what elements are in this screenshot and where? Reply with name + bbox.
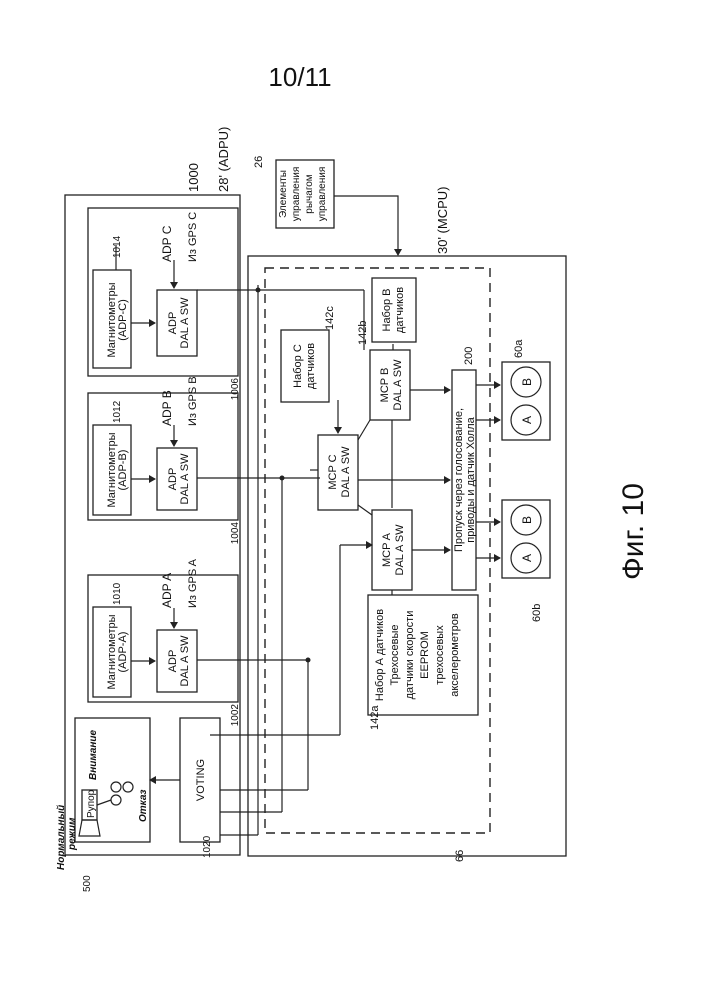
- ref-60a: 60a: [513, 339, 525, 358]
- normal-label-l2: режим: [67, 817, 78, 851]
- adp-a-gps: Из GPS A: [187, 558, 199, 608]
- ref-1012: 1012: [112, 400, 123, 423]
- pass-l2: приводы и датчик Холла: [465, 416, 477, 542]
- adp-b-proc-l1: ADP: [167, 468, 179, 491]
- adp-c-proc-l1: ADP: [167, 312, 179, 335]
- voting-label: VOTING: [195, 759, 207, 801]
- mcp-a-l1: MCP A: [381, 532, 393, 567]
- adp-a-title: ADP A: [160, 573, 174, 608]
- actuator-60b-a-label: A: [520, 554, 534, 562]
- normal-label-l1: Нормальный: [56, 805, 67, 870]
- normal-lamp-icon: [111, 795, 121, 805]
- mcp-b-l2: DAL A SW: [392, 359, 404, 411]
- adp-c-proc-l2: DAL A SW: [179, 297, 191, 349]
- adp-b-gps: Из GPS B: [187, 376, 199, 426]
- mcp-c-mcp-a-link: [358, 505, 372, 515]
- pass-l1: Пропуск через голосование,: [453, 408, 465, 552]
- adp-a-proc-l1: ADP: [167, 650, 179, 673]
- attention-label: Внимание: [88, 730, 99, 780]
- ref-60b: 60b: [531, 604, 543, 622]
- ref-1006: 1006: [230, 378, 241, 401]
- mcp-a-l2: DAL A SW: [394, 524, 406, 576]
- control-to-mcpu-arrow: [334, 196, 398, 255]
- adp-b-proc-l2: DAL A SW: [179, 453, 191, 505]
- ref-66: 66: [454, 850, 466, 862]
- ref-30-mcpu: 30' (MCPU): [435, 187, 450, 255]
- adp-a-magnet-l2: (ADP-A): [117, 632, 129, 673]
- adp-b-title: ADP B: [160, 390, 174, 426]
- sensor-c-l2: датчиков: [305, 343, 317, 389]
- horn-label: Рупор: [86, 789, 97, 818]
- mcp-b-l1: MCP B: [379, 368, 391, 403]
- bus-c-junction: [256, 288, 261, 293]
- mcp-c-l2: DAL A SW: [340, 446, 352, 498]
- ref-1002: 1002: [230, 704, 241, 727]
- sensor-a-l3: датчики скорости: [404, 611, 416, 700]
- attention-lamp-icon: [111, 782, 121, 792]
- ref-142a: 142a: [369, 705, 381, 730]
- ref-142b: 142b: [357, 321, 369, 345]
- failure-label: Отказ: [138, 789, 149, 822]
- ref-1014: 1014: [112, 235, 123, 258]
- control-l1: Элементы: [278, 170, 289, 218]
- sensor-a-l6: акселерометров: [449, 613, 461, 697]
- control-l2: управления: [291, 167, 302, 222]
- sensor-a-l2: Трехосевые: [389, 624, 401, 685]
- horn-wire: [97, 800, 111, 805]
- ref-1010: 1010: [112, 582, 123, 605]
- sensor-b-l1: Набор B: [381, 289, 393, 332]
- mcp-c-mcp-b-link: [358, 420, 370, 440]
- ref-28-adpu: 28' (ADPU): [216, 127, 231, 192]
- actuator-pair-60a: [502, 362, 550, 440]
- ref-1000: 1000: [186, 163, 201, 192]
- actuator-60a-b-label: B: [520, 378, 534, 386]
- ref-500: 500: [82, 875, 93, 892]
- actuator-60b-b-label: B: [520, 516, 534, 524]
- bus-b-junction: [280, 476, 285, 481]
- sensor-b-l2: датчиков: [394, 287, 406, 333]
- adp-a-proc-l2: DAL A SW: [179, 635, 191, 687]
- actuator-pair-60b: [502, 500, 550, 578]
- sensor-a-l5: трехосевых: [434, 625, 446, 685]
- ref-142c: 142c: [324, 306, 336, 330]
- adp-c-magnet-l2: (ADP-C): [117, 299, 129, 341]
- ref-200: 200: [463, 347, 475, 365]
- control-l4: управления: [317, 167, 328, 222]
- sensor-a-l1: Набор А датчиков: [374, 609, 386, 701]
- adp-b-magnet-l2: (ADP-B): [117, 450, 129, 491]
- ref-1004: 1004: [230, 522, 241, 545]
- mcp-c-l1: MCP C: [327, 454, 339, 489]
- horn-icon: [79, 820, 100, 836]
- sensor-a-l4: EEPROM: [419, 631, 431, 679]
- adp-c-gps: Из GPS C: [187, 212, 199, 262]
- adp-c-title: ADP C: [160, 225, 174, 262]
- failure-lamp-icon: [123, 782, 133, 792]
- ref-26: 26: [253, 156, 265, 168]
- bus-a-junction: [306, 658, 311, 663]
- indicator-panel: [75, 718, 150, 842]
- actuator-60a-a-label: A: [520, 416, 534, 424]
- sensor-c-l1: Набор C: [292, 344, 304, 388]
- control-l3: рычагом: [304, 174, 315, 214]
- ref-1020: 1020: [202, 835, 213, 858]
